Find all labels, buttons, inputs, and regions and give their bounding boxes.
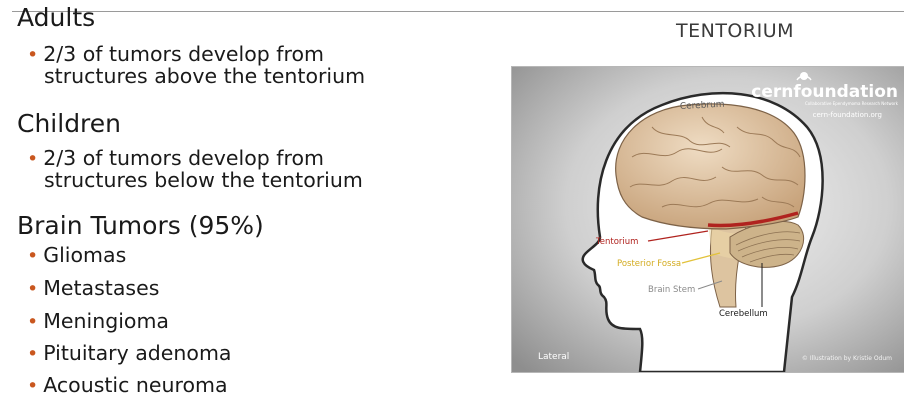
label-cerebellum: Cerebellum [719,309,768,319]
posterior-fossa-leader [681,252,721,264]
heading-adults: Adults [17,3,96,32]
figure-title: TENTORIUM [676,20,794,42]
label-lateral: Lateral [538,352,569,362]
slide-text: Adults •2/3 of tumors develop from struc… [17,3,366,397]
logo-url: cern-foundation.org [813,111,882,119]
bullet-meningioma: •Meningioma [27,309,169,333]
brain-illustration: Cerebrum Tentorium Posterior Fossa Brain… [511,66,904,373]
label-posterior-fossa: Posterior Fossa [617,259,681,269]
logo-wordmark: cernfoundation [751,82,898,102]
bullet-children: •2/3 of tumors develop from structures b… [27,146,363,192]
top-divider-line [12,11,904,12]
tentorium-leader [647,230,709,242]
bullet-dot: • [27,278,39,300]
illustration-credit: © Illustration by Kristie Odum [802,355,892,362]
bullet-dot: • [27,343,39,365]
brain-stem-leader [697,280,723,290]
cerebrum-gyri [629,116,801,208]
label-tentorium: Tentorium [595,237,638,247]
cerebellum-folds [735,231,801,263]
bullet-gliomas: •Gliomas [27,243,127,267]
bullet-dot: • [27,44,39,66]
bullet-dot: • [27,375,39,397]
cerebrum-shape [615,103,806,230]
heading-brain-tumors: Brain Tumors (95%) [17,211,264,240]
label-brain-stem: Brain Stem [648,285,695,295]
bullet-dot: • [27,148,39,170]
bullet-dot: • [27,311,39,333]
logo-tagline: Collaborative Ependymoma Research Networ… [805,101,899,106]
cernfoundation-logo: cernfoundation Collaborative Ependymoma … [751,72,899,119]
tentorium-line [707,211,799,228]
bullet-acoustic-neuroma: •Acoustic neuroma [27,373,228,397]
label-cerebrum: Cerebrum [680,100,725,112]
bullet-adults: •2/3 of tumors develop from structures a… [27,42,366,88]
bullet-metastases: •Metastases [27,276,160,300]
heading-children: Children [17,109,122,138]
bullet-dot: • [27,245,39,267]
bullet-pituitary-adenoma: •Pituitary adenoma [27,341,232,365]
